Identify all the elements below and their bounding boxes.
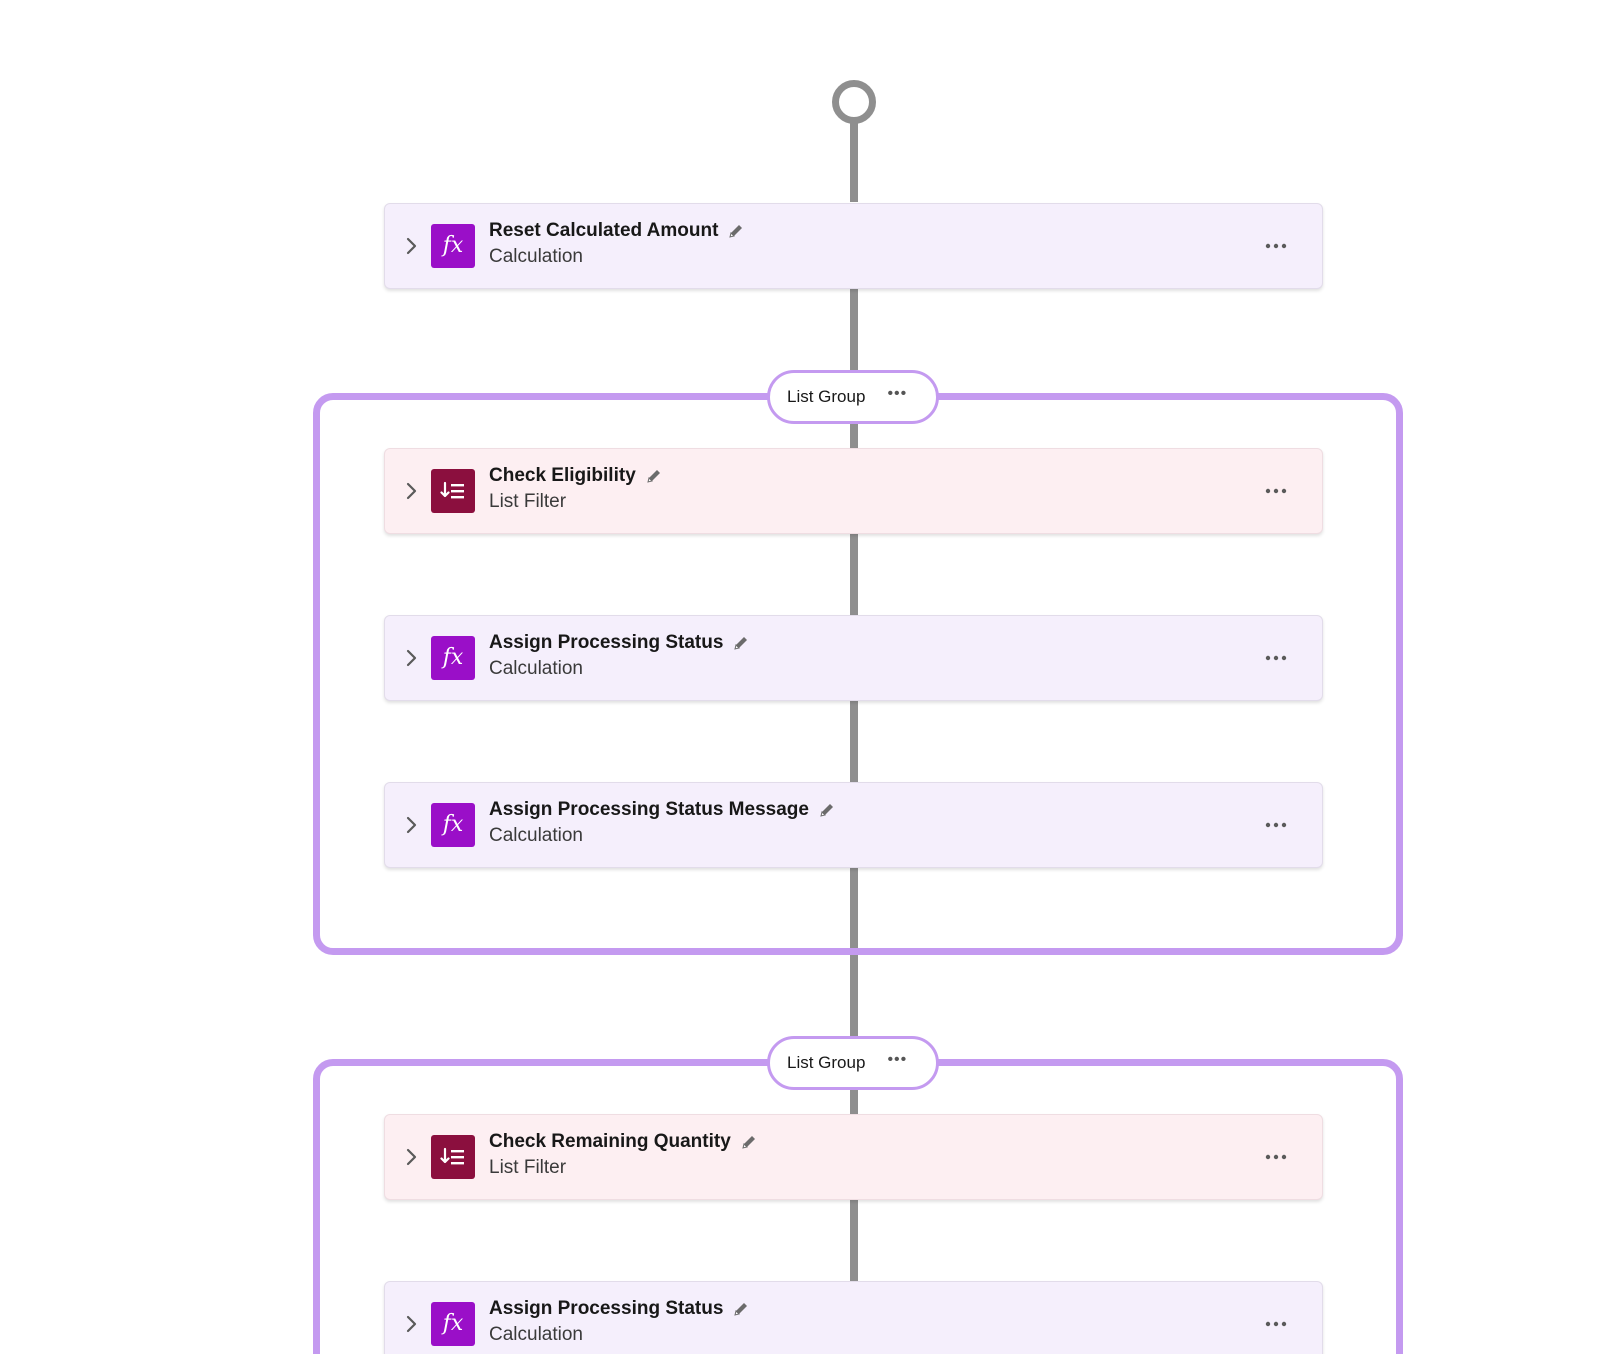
element-title: Assign Processing Status bbox=[489, 632, 724, 653]
element-type: Calculation bbox=[489, 658, 583, 679]
expand-chevron-icon[interactable] bbox=[399, 1312, 423, 1336]
element-type: Calculation bbox=[489, 1324, 583, 1345]
element-type: List Filter bbox=[489, 491, 567, 512]
connector-line bbox=[850, 288, 858, 448]
connector-line bbox=[850, 532, 858, 616]
element-title: Assign Processing Status bbox=[489, 1298, 724, 1319]
expand-chevron-icon[interactable] bbox=[399, 234, 423, 258]
calculation-fx-icon: fx bbox=[431, 224, 475, 268]
more-actions-icon[interactable] bbox=[1264, 481, 1288, 501]
element-title: Assign Processing Status Message bbox=[489, 799, 809, 820]
element-type: List Filter bbox=[489, 1157, 567, 1178]
element-title: Check Eligibility bbox=[489, 465, 636, 486]
expand-chevron-icon[interactable] bbox=[399, 646, 423, 670]
flow-element-card[interactable]: fx Assign Processing Status Calculation bbox=[384, 1281, 1323, 1354]
list-filter-icon bbox=[431, 1135, 475, 1179]
calculation-fx-icon: fx bbox=[431, 636, 475, 680]
expand-chevron-icon[interactable] bbox=[399, 479, 423, 503]
calculation-fx-icon: fx bbox=[431, 1302, 475, 1346]
flow-element-card[interactable]: fx Assign Processing Status Calculation bbox=[384, 615, 1323, 701]
expand-chevron-icon[interactable] bbox=[399, 813, 423, 837]
list-group-label: List Group bbox=[787, 387, 866, 406]
flow-element-card[interactable]: Check Remaining Quantity List Filter bbox=[384, 1114, 1323, 1200]
list-group-label: List Group bbox=[787, 1053, 866, 1072]
list-group-header[interactable]: List Group ••• bbox=[767, 370, 939, 424]
list-filter-icon bbox=[431, 469, 475, 513]
calculation-fx-icon: fx bbox=[431, 803, 475, 847]
element-type: Calculation bbox=[489, 246, 583, 267]
pencil-edit-icon[interactable] bbox=[732, 1300, 750, 1318]
flow-element-card[interactable]: fx Reset Calculated Amount Calculation bbox=[384, 203, 1323, 289]
start-node[interactable] bbox=[832, 80, 876, 124]
more-actions-icon[interactable] bbox=[1264, 815, 1288, 835]
expand-chevron-icon[interactable] bbox=[399, 1145, 423, 1169]
more-actions-icon[interactable] bbox=[1264, 1147, 1288, 1167]
connector-line bbox=[850, 866, 858, 1116]
more-actions-icon[interactable] bbox=[1264, 648, 1288, 668]
more-actions-icon[interactable] bbox=[1264, 236, 1288, 256]
pencil-edit-icon[interactable] bbox=[732, 634, 750, 652]
list-group-more-button[interactable]: ••• bbox=[887, 385, 908, 402]
more-actions-icon[interactable] bbox=[1264, 1314, 1288, 1334]
connector-line bbox=[850, 116, 858, 202]
connector-line bbox=[850, 700, 858, 784]
element-type: Calculation bbox=[489, 825, 583, 846]
element-title: Check Remaining Quantity bbox=[489, 1131, 731, 1152]
flow-element-card[interactable]: Check Eligibility List Filter bbox=[384, 448, 1323, 534]
list-group-header[interactable]: List Group ••• bbox=[767, 1036, 939, 1090]
list-group-more-button[interactable]: ••• bbox=[887, 1051, 908, 1068]
pencil-edit-icon[interactable] bbox=[740, 1133, 758, 1151]
pencil-edit-icon[interactable] bbox=[818, 801, 836, 819]
element-title: Reset Calculated Amount bbox=[489, 220, 719, 241]
pencil-edit-icon[interactable] bbox=[645, 467, 663, 485]
pencil-edit-icon[interactable] bbox=[727, 222, 745, 240]
connector-line bbox=[850, 1200, 858, 1284]
flow-element-card[interactable]: fx Assign Processing Status Message Calc… bbox=[384, 782, 1323, 868]
